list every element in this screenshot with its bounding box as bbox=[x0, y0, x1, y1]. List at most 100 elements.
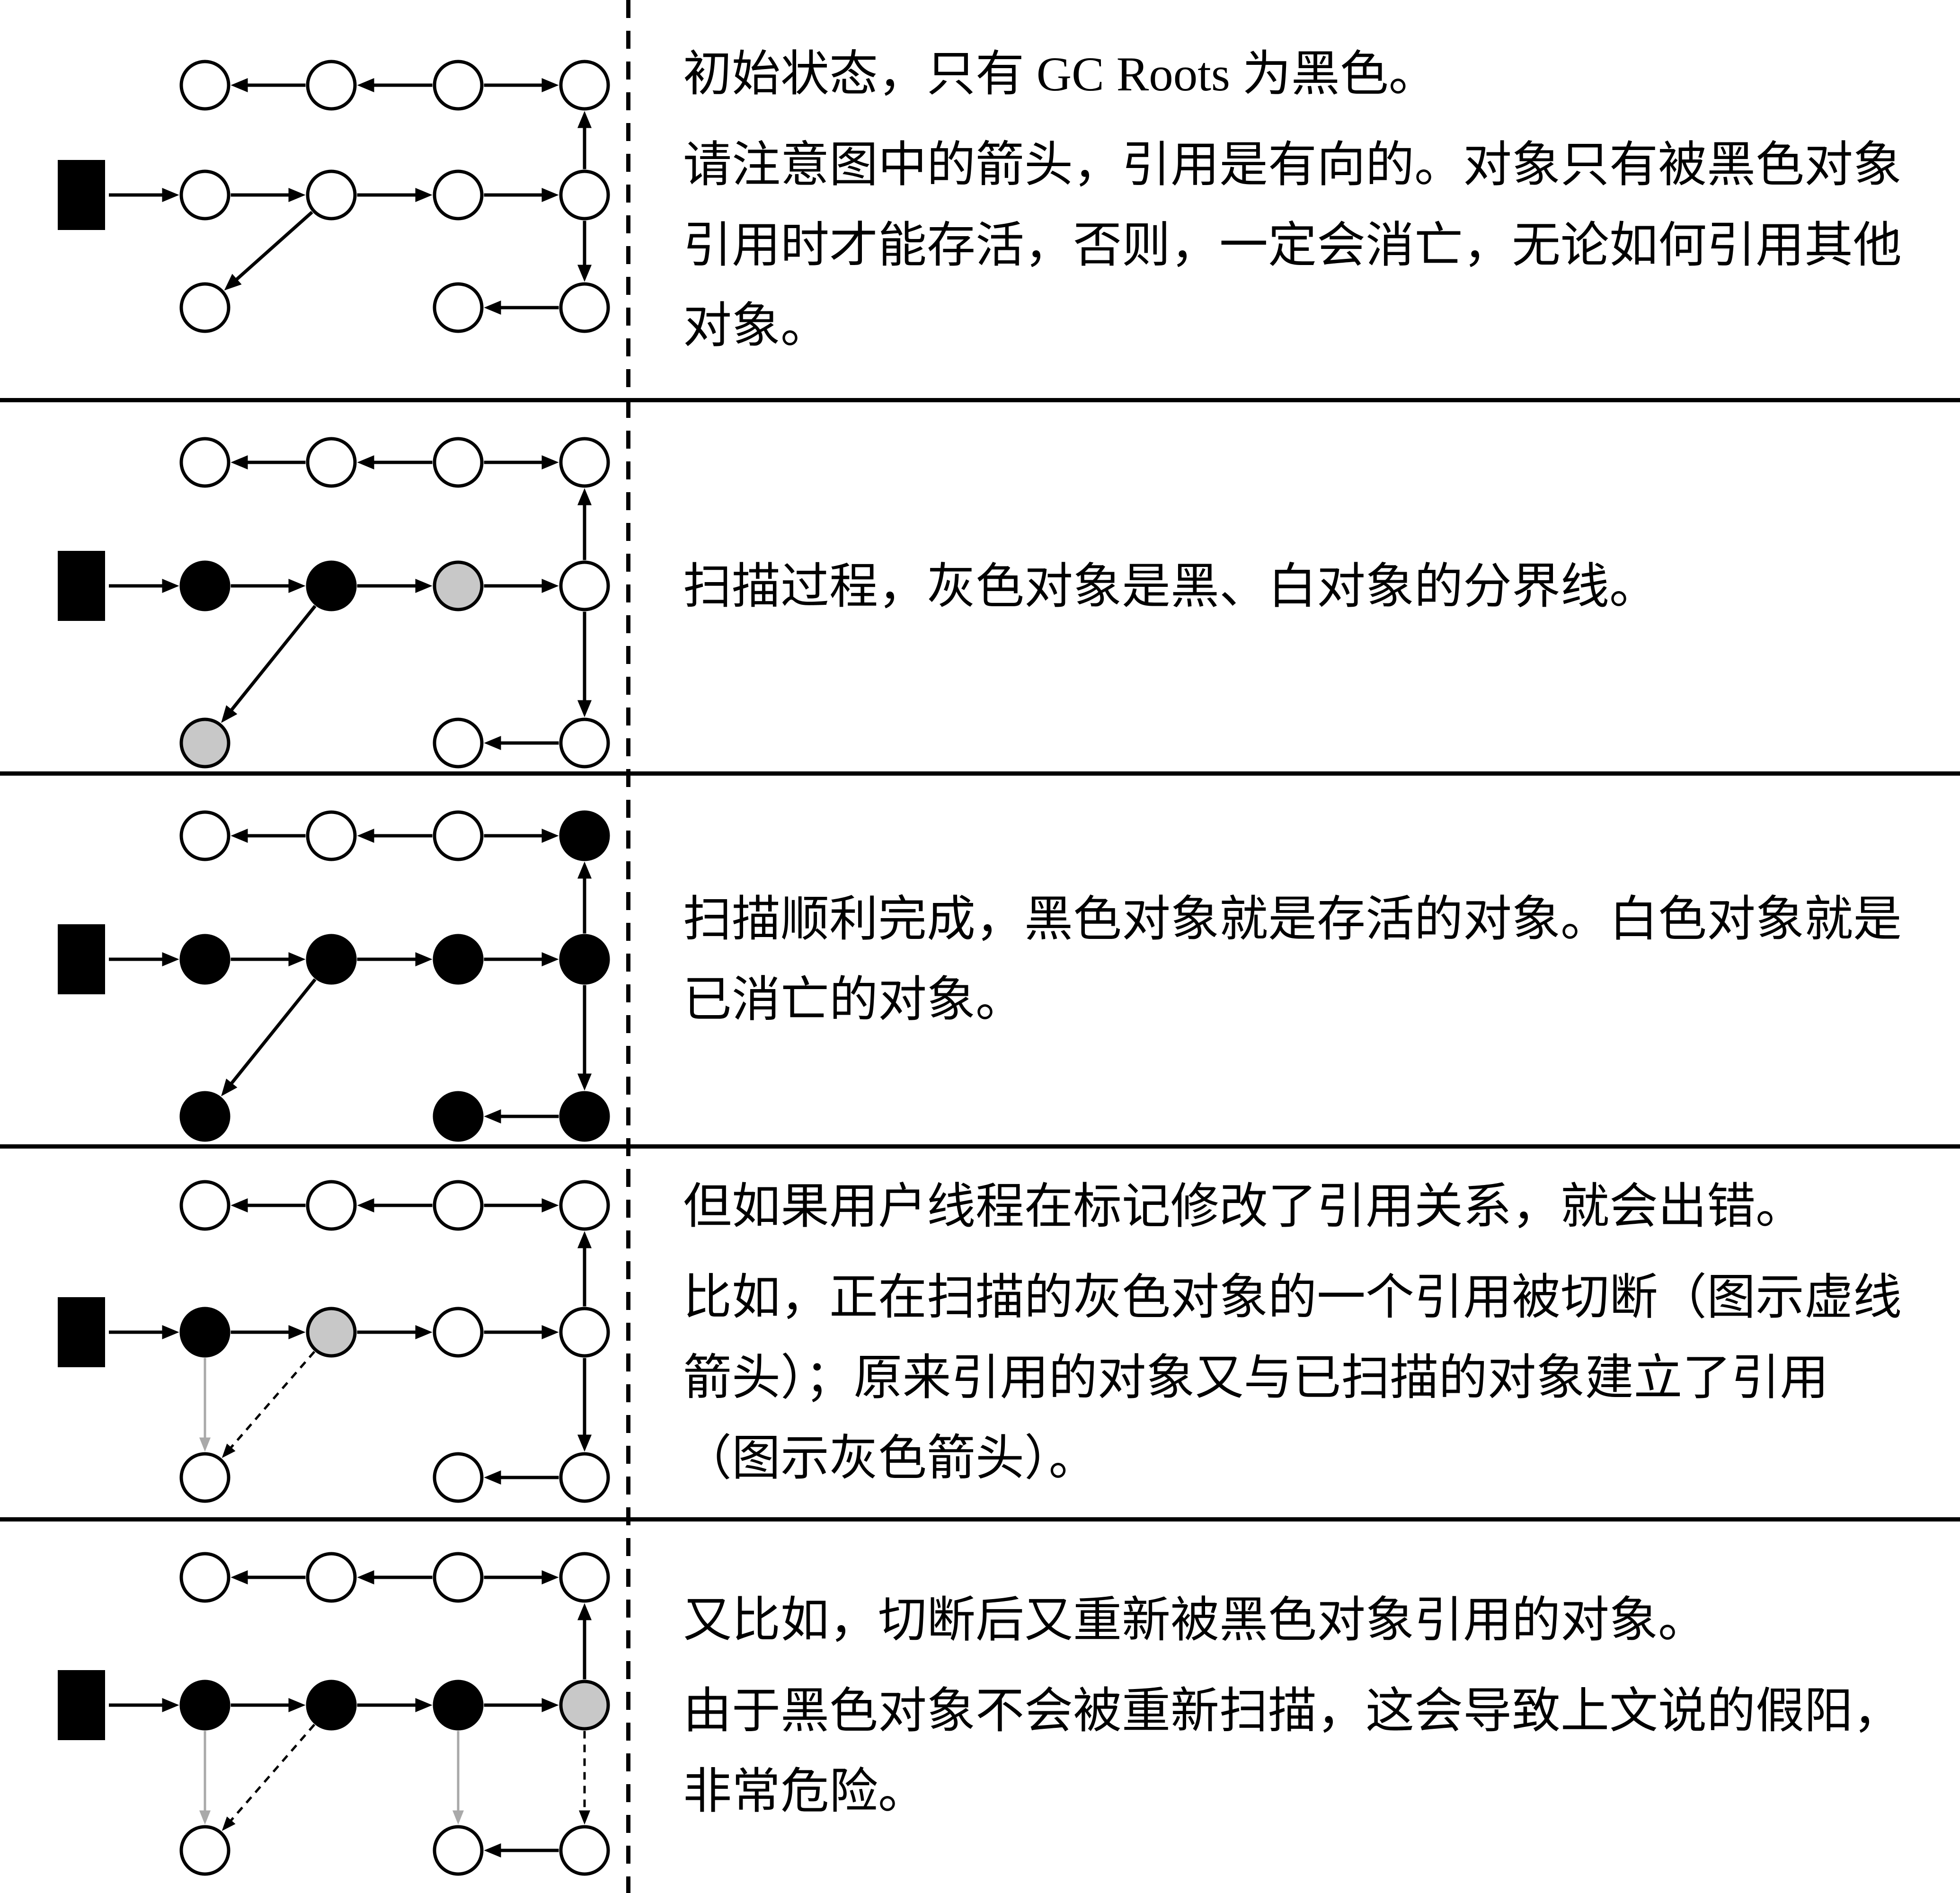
paragraph: 扫描顺利完成，黑色对象就是存活的对象。白色对象就是 已消亡的对象。 bbox=[683, 893, 1902, 1027]
heap-object-node-t2 bbox=[306, 1552, 357, 1603]
heap-object-node-m4 bbox=[559, 1307, 610, 1358]
heap-object-node-t1 bbox=[179, 1552, 231, 1603]
reference-arrowhead-m2-b1 bbox=[221, 705, 238, 723]
heap-object-node-t1 bbox=[179, 60, 231, 111]
reference-arrowhead-t2-t1 bbox=[231, 1198, 248, 1212]
heap-object-node-t4 bbox=[559, 60, 610, 111]
reference-arrowhead-t3-t2 bbox=[357, 455, 374, 469]
heap-object-node-m4 bbox=[559, 1680, 610, 1731]
heap-object-node-t3 bbox=[433, 1180, 484, 1231]
heap-object-node-m1 bbox=[179, 560, 231, 611]
reference-arrowhead-t3-t4 bbox=[541, 455, 559, 469]
reference-arrowhead-m2-b1 bbox=[221, 1079, 238, 1097]
reference-arrowhead-m3-b3 bbox=[452, 1810, 464, 1825]
heap-object-node-b1 bbox=[179, 282, 231, 333]
reference-arrowhead-m4-b4 bbox=[577, 1434, 592, 1452]
heap-object-node-m1 bbox=[179, 169, 231, 221]
reference-arrowhead-m4-b4 bbox=[577, 265, 592, 282]
reference-arrowhead-m2-m3 bbox=[415, 952, 433, 966]
heap-object-node-b4 bbox=[559, 1452, 610, 1503]
heap-object-node-m3 bbox=[433, 169, 484, 221]
reference-arrowhead-t2-t1 bbox=[231, 829, 248, 843]
heap-object-node-m1 bbox=[179, 1307, 231, 1358]
heap-object-node-t4 bbox=[559, 1552, 610, 1603]
panel-rewired-reference: 又比如，切断后又重新被黑色对象引用的对象。 由于黑色对象不会被重新扫描，这会导致… bbox=[0, 1519, 1960, 1893]
heap-object-node-b4 bbox=[559, 1825, 610, 1876]
reference-arrowhead-t3-t2 bbox=[357, 78, 374, 92]
reference-arrowhead-t3-t2 bbox=[357, 829, 374, 843]
heap-object-node-m2 bbox=[306, 1307, 357, 1358]
heap-object-node-b3 bbox=[433, 1091, 484, 1142]
reference-arrowhead-m4-t4 bbox=[577, 488, 592, 505]
reference-arrowhead-m3-m4 bbox=[541, 952, 559, 966]
gc-graph-initial bbox=[58, 60, 610, 333]
heap-object-node-m1 bbox=[179, 934, 231, 985]
reference-arrowhead-b4-b3 bbox=[484, 301, 501, 315]
reference-arrowhead-m1-b1 bbox=[199, 1810, 211, 1825]
reference-arrowhead-m3-m4 bbox=[541, 1698, 559, 1712]
heap-object-node-b1 bbox=[179, 1825, 231, 1876]
heap-object-node-m3 bbox=[433, 934, 484, 985]
gc-roots-square bbox=[58, 160, 105, 230]
reference-arrow-m2-b1 bbox=[233, 211, 313, 283]
paragraph: 请注意图中的箭头，引用是有向的。对象只有被黑色对象 引用时才能存活，否则，一定会… bbox=[683, 138, 1902, 353]
reference-arrow-m2-b1 bbox=[229, 978, 317, 1087]
reference-arrowhead-m2-m3 bbox=[415, 188, 433, 202]
heap-object-node-m3 bbox=[433, 560, 484, 611]
paragraph: 比如，正在扫描的灰色对象的一个引用被切断（图示虚线 箭头）；原来引用的对象又与已… bbox=[683, 1271, 1902, 1486]
heap-object-node-m4 bbox=[559, 934, 610, 985]
reference-arrow-m2-b1 bbox=[229, 605, 317, 713]
reference-arrowhead-b4-b3 bbox=[484, 1843, 501, 1858]
reference-arrowhead-t3-t4 bbox=[541, 829, 559, 843]
reference-arrowhead-root-m1 bbox=[162, 579, 179, 593]
heap-object-node-t4 bbox=[559, 1180, 610, 1231]
reference-arrowhead-m4-t4 bbox=[577, 861, 592, 879]
reference-arrowhead-m1-m2 bbox=[288, 579, 306, 593]
reference-arrowhead-t3-t4 bbox=[541, 1198, 559, 1212]
heap-object-node-t4 bbox=[559, 437, 610, 488]
gc-graph-complete bbox=[58, 810, 610, 1142]
heap-object-node-m2 bbox=[306, 1680, 357, 1731]
reference-arrowhead-m2-b1 bbox=[224, 274, 242, 291]
dashed-divider-line bbox=[626, 0, 630, 1893]
reference-arrowhead-t2-t1 bbox=[231, 78, 248, 92]
heap-object-node-b3 bbox=[433, 717, 484, 769]
reference-arrowhead-m4-b4 bbox=[577, 700, 592, 717]
gc-roots-square bbox=[58, 551, 105, 621]
panel-scanning-text: 扫描过程，灰色对象是黑、白对象的分界线。 bbox=[683, 400, 1923, 773]
heap-object-node-b3 bbox=[433, 282, 484, 333]
heap-object-node-t3 bbox=[433, 60, 484, 111]
reference-arrowhead-t3-t4 bbox=[541, 1570, 559, 1584]
reference-arrowhead-m3-m4 bbox=[541, 1325, 559, 1339]
heap-object-node-b4 bbox=[559, 1091, 610, 1142]
panel-separator-line bbox=[0, 398, 1960, 402]
reference-arrowhead-root-m1 bbox=[162, 952, 179, 966]
reference-arrowhead-t3-t4 bbox=[541, 78, 559, 92]
heap-object-node-b4 bbox=[559, 717, 610, 769]
reference-arrowhead-m2-b1 bbox=[222, 1816, 236, 1831]
heap-object-node-t3 bbox=[433, 1552, 484, 1603]
heap-object-node-m3 bbox=[433, 1307, 484, 1358]
reference-arrowhead-m3-m4 bbox=[541, 579, 559, 593]
panel-initial-text: 初始状态，只有 GC Roots 为黑色。 请注意图中的箭头，引用是有向的。对象… bbox=[683, 0, 1923, 400]
heap-object-node-m2 bbox=[306, 560, 357, 611]
heap-object-node-t1 bbox=[179, 810, 231, 861]
reference-arrowhead-m2-m3 bbox=[415, 579, 433, 593]
paragraph: 但如果用户线程在标记修改了引用关系，就会出错。 bbox=[683, 1180, 1804, 1234]
paragraph: 初始状态，只有 GC Roots 为黑色。 bbox=[683, 47, 1437, 101]
reference-arrowhead-t2-t1 bbox=[231, 455, 248, 469]
heap-object-node-m2 bbox=[306, 934, 357, 985]
heap-object-node-m3 bbox=[433, 1680, 484, 1731]
panel-scan-complete: 扫描顺利完成，黑色对象就是存活的对象。白色对象就是 已消亡的对象。 bbox=[0, 773, 1960, 1146]
reference-arrowhead-root-m1 bbox=[162, 1698, 179, 1712]
reference-arrowhead-m4-b4 bbox=[577, 1073, 592, 1091]
gc-roots-square bbox=[58, 924, 105, 994]
reference-arrow-m2-b1 bbox=[228, 1351, 316, 1451]
panel-scan-complete-text: 扫描顺利完成，黑色对象就是存活的对象。白色对象就是 已消亡的对象。 bbox=[683, 773, 1923, 1146]
reference-arrowhead-m4-t4 bbox=[577, 1231, 592, 1248]
paragraph: 由于黑色对象不会被重新扫描，这会导致上文说的假阳， 非常危险。 bbox=[683, 1684, 1902, 1819]
heap-object-node-t3 bbox=[433, 810, 484, 861]
heap-object-node-b3 bbox=[433, 1825, 484, 1876]
reference-arrow-m2-b1 bbox=[228, 1724, 316, 1823]
